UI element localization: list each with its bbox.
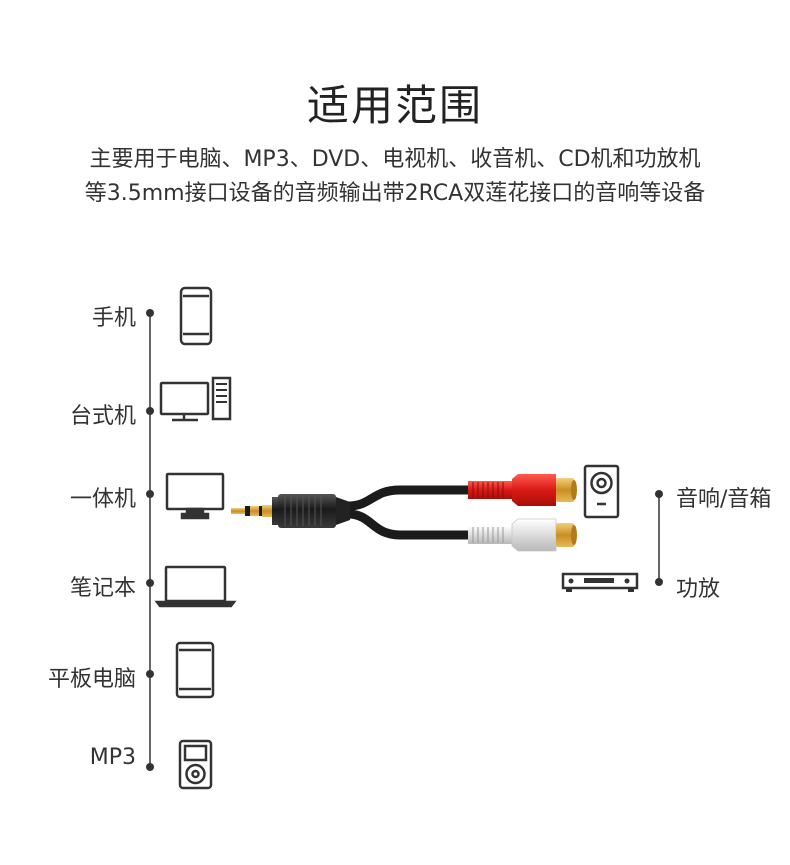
smartphone-icon — [179, 286, 213, 346]
all-in-one-pc-icon — [165, 472, 225, 520]
page-title: 适用范围 — [306, 81, 483, 130]
3.5mm-plug — [231, 494, 350, 528]
amplifier-icon — [561, 572, 639, 592]
speaker-icon — [583, 464, 620, 519]
tablet-icon — [175, 641, 215, 699]
source-label-mp3: MP3 — [89, 745, 136, 770]
red-rca-connector — [468, 474, 577, 506]
laptop-icon — [154, 565, 237, 608]
mp3-player-icon — [178, 739, 213, 790]
subtitle-line-1: 主要用于电脑、MP3、DVD、电视机、收音机、CD机和功放机 — [89, 147, 701, 172]
source-label-tablet: 平板电脑 — [47, 667, 136, 692]
destination-label-speaker: 音响/音箱 — [676, 487, 772, 512]
destination-timeline — [655, 490, 663, 586]
white-rca-connector — [468, 518, 577, 552]
source-label-all-in-one: 一体机 — [69, 487, 136, 512]
audio-cable — [231, 474, 577, 552]
subtitle-line-2: 等3.5mm接口设备的音频输出带2RCA双莲花接口的音响等设备 — [84, 181, 706, 206]
source-timeline — [146, 309, 154, 771]
destination-label-amplifier: 功放 — [676, 577, 721, 602]
desktop-computer-icon — [159, 376, 232, 422]
source-label-desktop: 台式机 — [69, 404, 136, 429]
source-label-laptop: 笔记本 — [69, 576, 136, 601]
source-label-phone: 手机 — [91, 306, 136, 331]
